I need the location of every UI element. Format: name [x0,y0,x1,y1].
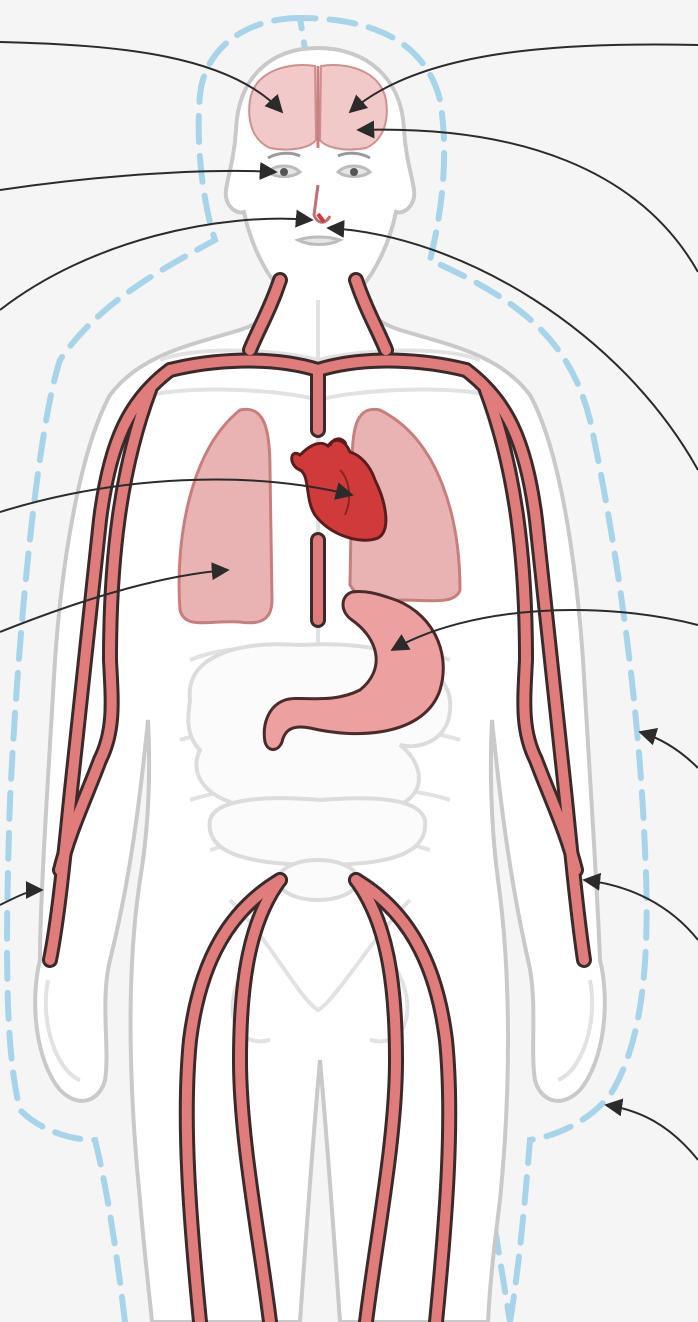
leader-line-vessel-right [584,880,698,940]
brain [249,65,387,150]
mouth [298,237,340,245]
leader-line-aura [640,732,698,768]
leader-line-brain-right [350,44,698,112]
leader-line-skin [606,1105,698,1160]
